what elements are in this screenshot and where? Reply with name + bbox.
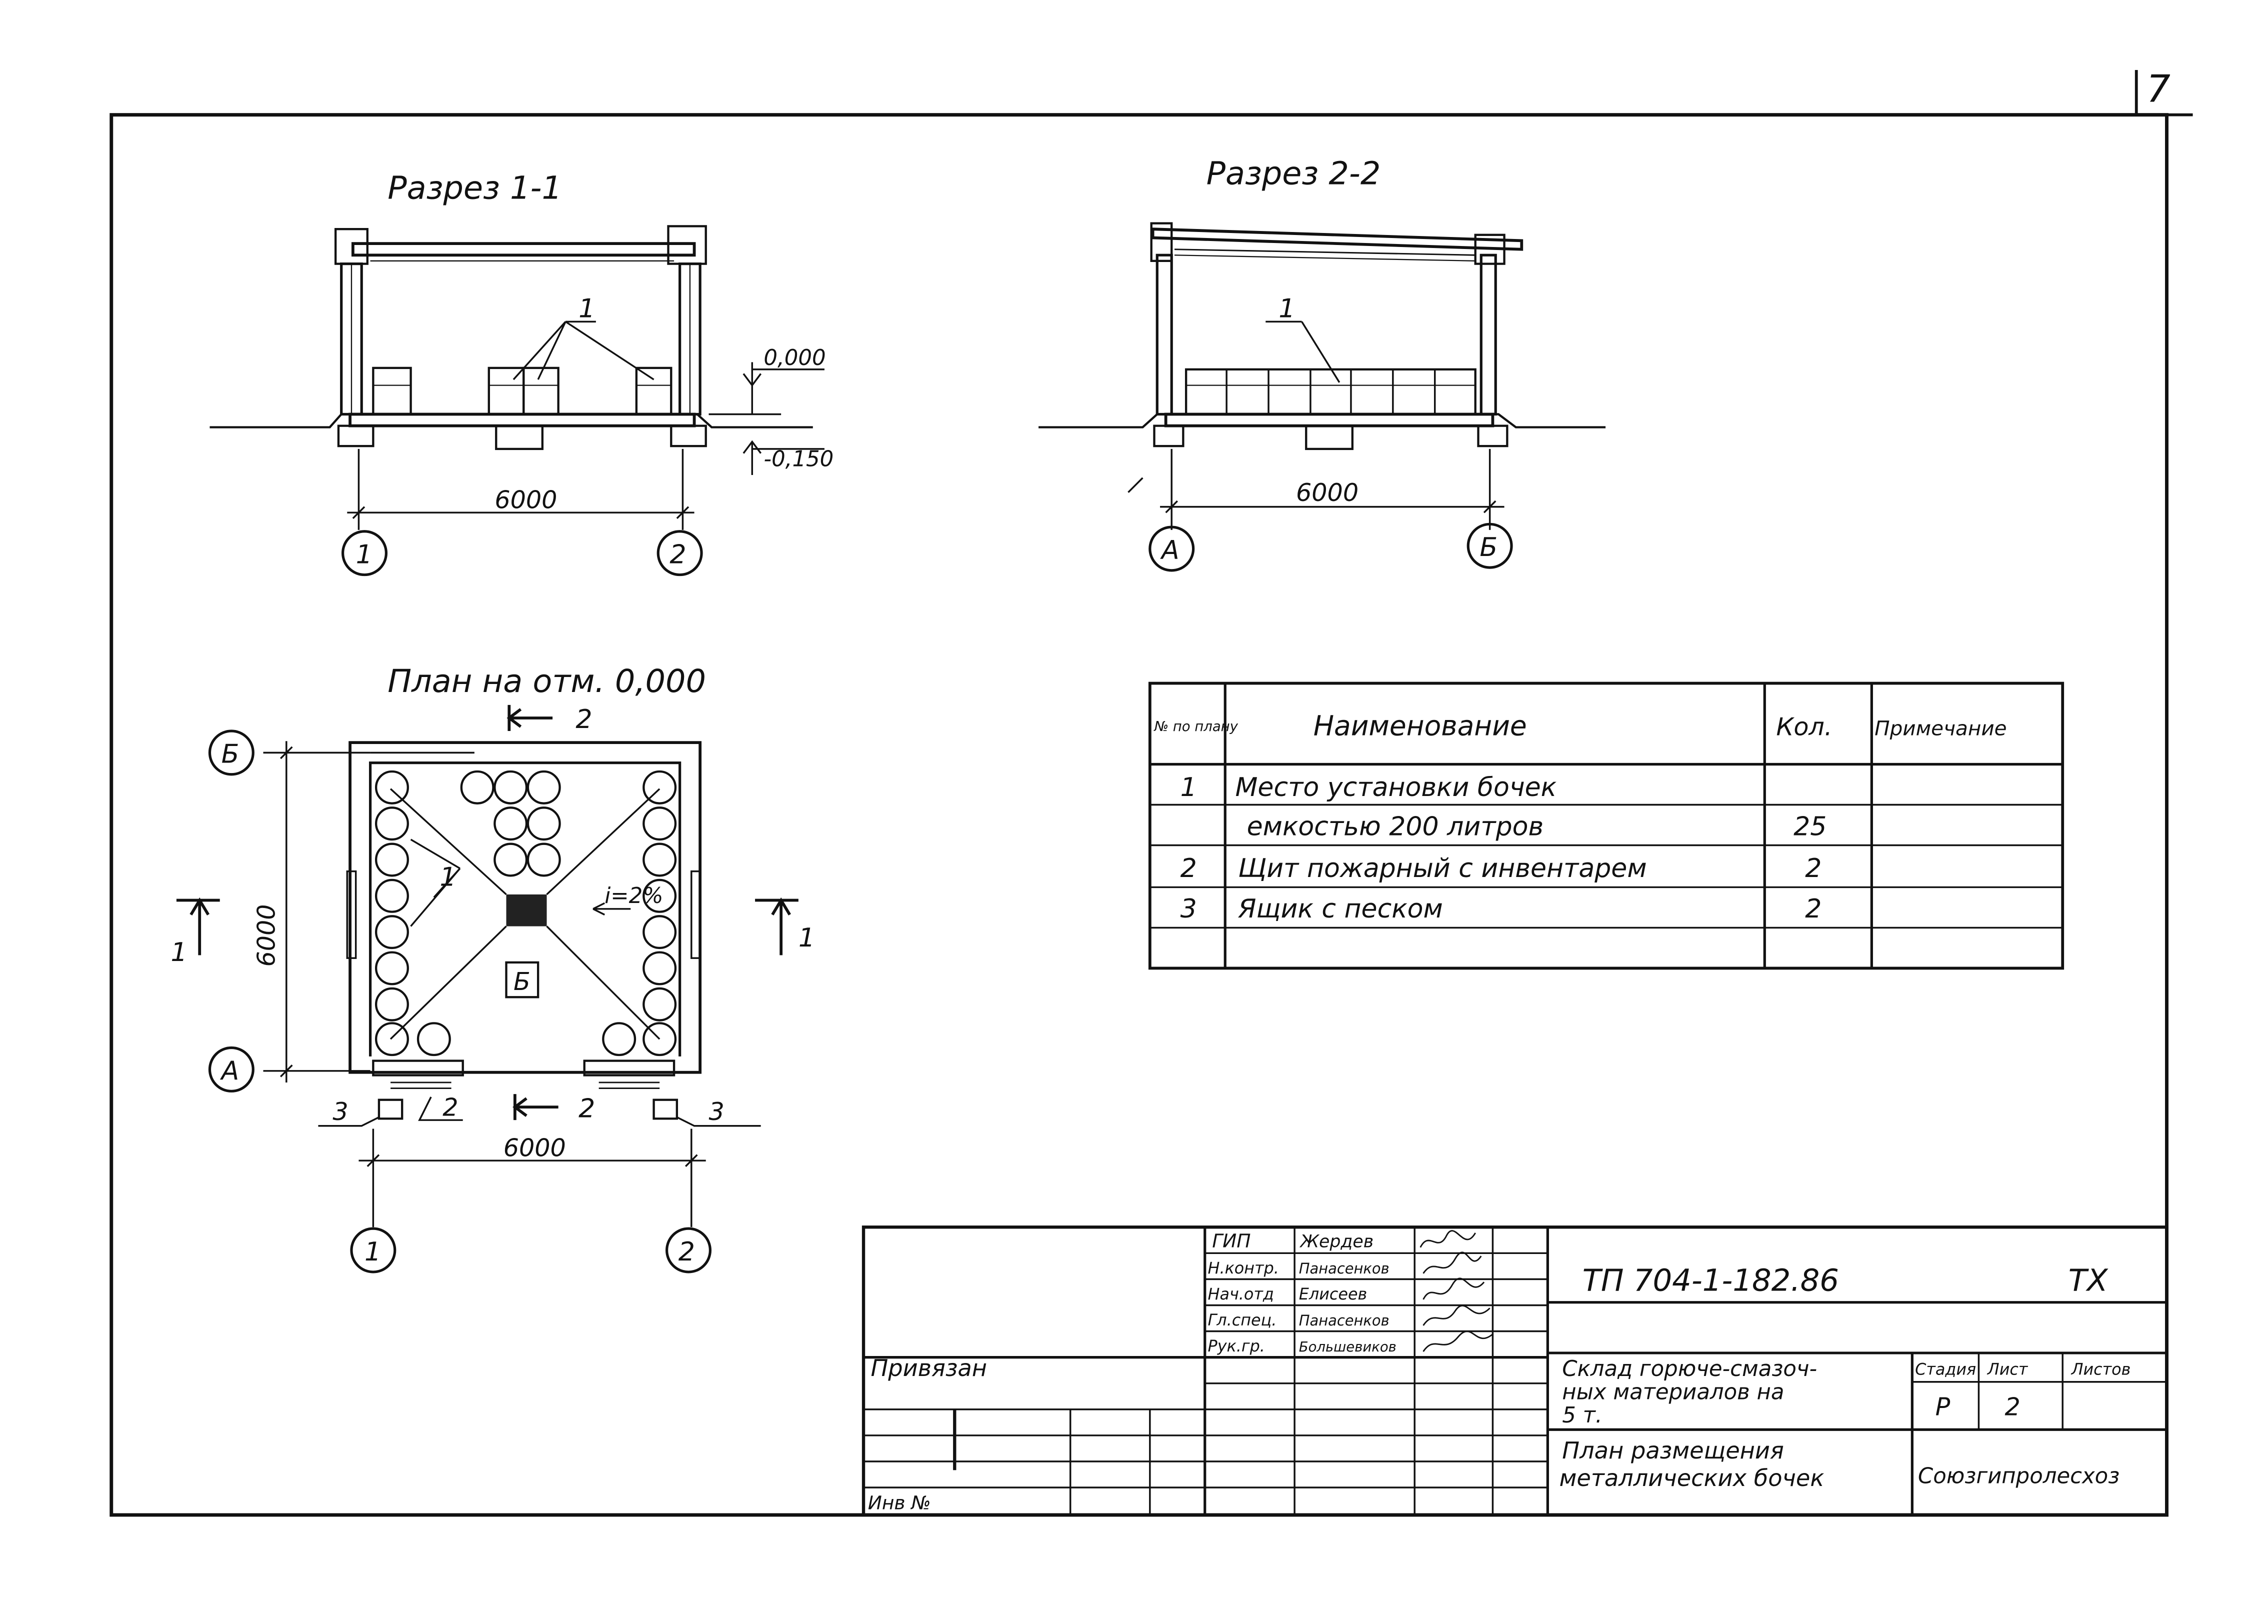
sig-name: Большевиков <box>1299 1339 1396 1355</box>
sand-box-callout-left: 3 <box>332 1097 348 1126</box>
slope-label: i=2% <box>604 884 663 908</box>
plan: План на отм. 0,000 <box>170 663 815 1274</box>
table-row: 1 Место установки бочек <box>1180 772 1557 802</box>
sig-name: Панасенков <box>1299 1312 1390 1329</box>
drawing-title-line: металлических бочек <box>1560 1464 1824 1492</box>
axis-label-plan-2: 2 <box>678 1237 695 1267</box>
svg-text:Место установки бочек: Место установки бочек <box>1236 772 1557 802</box>
table-header-note: Примечание <box>1874 716 2006 740</box>
table-row: 3 Ящик с песком 2 <box>1180 894 1822 924</box>
sig-name: Елисеев <box>1299 1284 1368 1304</box>
svg-text:1: 1 <box>1180 772 1197 802</box>
sheets-label: Листов <box>2071 1360 2131 1378</box>
plan-title: План на отм. 0,000 <box>388 663 706 700</box>
svg-text:2: 2 <box>1805 894 1822 924</box>
section-2-2: Разрез 2-2 1 6000 <box>1038 156 1606 572</box>
svg-text:2: 2 <box>1180 854 1197 884</box>
sig-role: ГИП <box>1212 1230 1250 1252</box>
section-1-dimension: 6000 <box>494 485 557 514</box>
table-header-qty: Кол. <box>1776 712 1832 742</box>
sheet-value: 2 <box>2005 1392 2020 1421</box>
sig-name: Панасенков <box>1299 1260 1390 1277</box>
elevation-bottom: -0,150 <box>764 447 834 472</box>
barrel <box>372 366 412 416</box>
svg-text:Ящик с песком: Ящик с песком <box>1238 894 1442 924</box>
section-2-title: Разрез 2-2 <box>1206 156 1381 192</box>
plan-dim-vertical: 6000 <box>252 904 281 966</box>
plan-dim-horizontal: 6000 <box>504 1134 566 1162</box>
svg-text:Щит пожарный с инвентарем: Щит пожарный с инвентарем <box>1238 854 1646 884</box>
axis-label-a: А <box>1160 536 1180 566</box>
section-2-callout: 1 <box>1278 294 1295 324</box>
sand-box <box>378 1098 404 1120</box>
cut-2-label-bottom: 2 <box>578 1094 595 1124</box>
barrel <box>635 366 672 416</box>
spec-table: № по плану Наименование Кол. Примечание … <box>1148 682 2064 970</box>
document-mark: ТХ <box>2068 1264 2108 1298</box>
section-1-callout: 1 <box>578 294 595 324</box>
table-row: 2 Щит пожарный с инвентарем 2 <box>1180 854 1822 884</box>
sig-role: Нач.отд <box>1208 1284 1274 1304</box>
object-title-line: 5 т. <box>1562 1403 1602 1428</box>
sig-role: Рук.гр. <box>1208 1336 1265 1356</box>
sig-role: Гл.спец. <box>1208 1310 1277 1330</box>
barrel-group <box>374 770 677 1056</box>
axis-label-plan-b: Б <box>222 740 240 770</box>
barrel-row <box>1184 368 1476 416</box>
axis-label-1: 1 <box>356 540 372 570</box>
axis-label-plan-a: А <box>220 1056 240 1086</box>
sand-box <box>652 1098 678 1120</box>
axis-label-plan-1: 1 <box>364 1237 381 1267</box>
table-header-no: № по плану <box>1154 718 1238 734</box>
svg-text:25: 25 <box>1794 812 1826 842</box>
drain-grate <box>506 894 547 926</box>
object-title-line: Склад горюче-смазоч- <box>1562 1356 1817 1382</box>
cut-1-label-left: 1 <box>170 938 187 968</box>
svg-text:3: 3 <box>1180 894 1197 924</box>
table-header-name: Наименование <box>1314 710 1527 742</box>
axis-label-2: 2 <box>670 540 686 570</box>
sheet-number: 7 <box>2146 67 2170 111</box>
axis-bubble-1 <box>342 530 388 576</box>
fire-shield-callout: 2 <box>442 1093 458 1122</box>
stage-value: Р <box>1936 1392 1950 1421</box>
room-label: Б <box>514 967 530 996</box>
section-1-title: Разрез 1-1 <box>388 170 562 206</box>
organization: Союзгипролесхоз <box>1918 1464 2120 1488</box>
cut-1-label-right: 1 <box>798 923 815 953</box>
drawing-title-line: План размещения <box>1562 1437 1784 1464</box>
document-code: ТП 704-1-182.86 <box>1582 1264 1839 1298</box>
object-title-line: ных материалов на <box>1562 1380 1784 1405</box>
handwritten-signatures <box>1420 1230 1494 1352</box>
axis-bubble-b <box>1466 522 1513 569</box>
table-row: емкостью 200 литров 25 <box>1247 812 1827 842</box>
axis-bubble-plan-a <box>208 1046 254 1092</box>
section-2-dimension: 6000 <box>1296 478 1358 507</box>
axis-label-b: Б <box>1480 532 1498 562</box>
elevation-top: 0,000 <box>764 346 826 370</box>
svg-text:емкостью 200 литров: емкостью 200 литров <box>1247 812 1544 842</box>
svg-text:2: 2 <box>1805 854 1822 884</box>
plan-callout-barrels: 1 <box>440 862 456 892</box>
cut-2-label-top: 2 <box>576 704 592 734</box>
axis-bubble-2 <box>656 530 703 576</box>
sheet-label: Лист <box>1987 1360 2028 1378</box>
axis-bubble-plan-b <box>208 730 254 776</box>
axis-bubble-plan-2 <box>666 1227 712 1274</box>
sig-role: Н.контр. <box>1208 1258 1279 1278</box>
title-block: ГИП Жердев Н.контр. Панасенков Нач.отд Е… <box>862 1226 2168 1517</box>
stage-label: Стадия <box>1915 1360 1976 1378</box>
sig-name: Жердев <box>1300 1232 1374 1252</box>
privyazan-label: Привязан <box>871 1354 988 1382</box>
axis-bubble-a <box>1148 526 1195 572</box>
sand-box-callout-right: 3 <box>709 1097 724 1126</box>
barrel <box>522 366 560 416</box>
axis-bubble-plan-1 <box>350 1227 396 1274</box>
inv-label: Инв № <box>868 1492 931 1514</box>
section-1-1: Разрез 1-1 1 0,000 -0,150 <box>210 170 834 576</box>
